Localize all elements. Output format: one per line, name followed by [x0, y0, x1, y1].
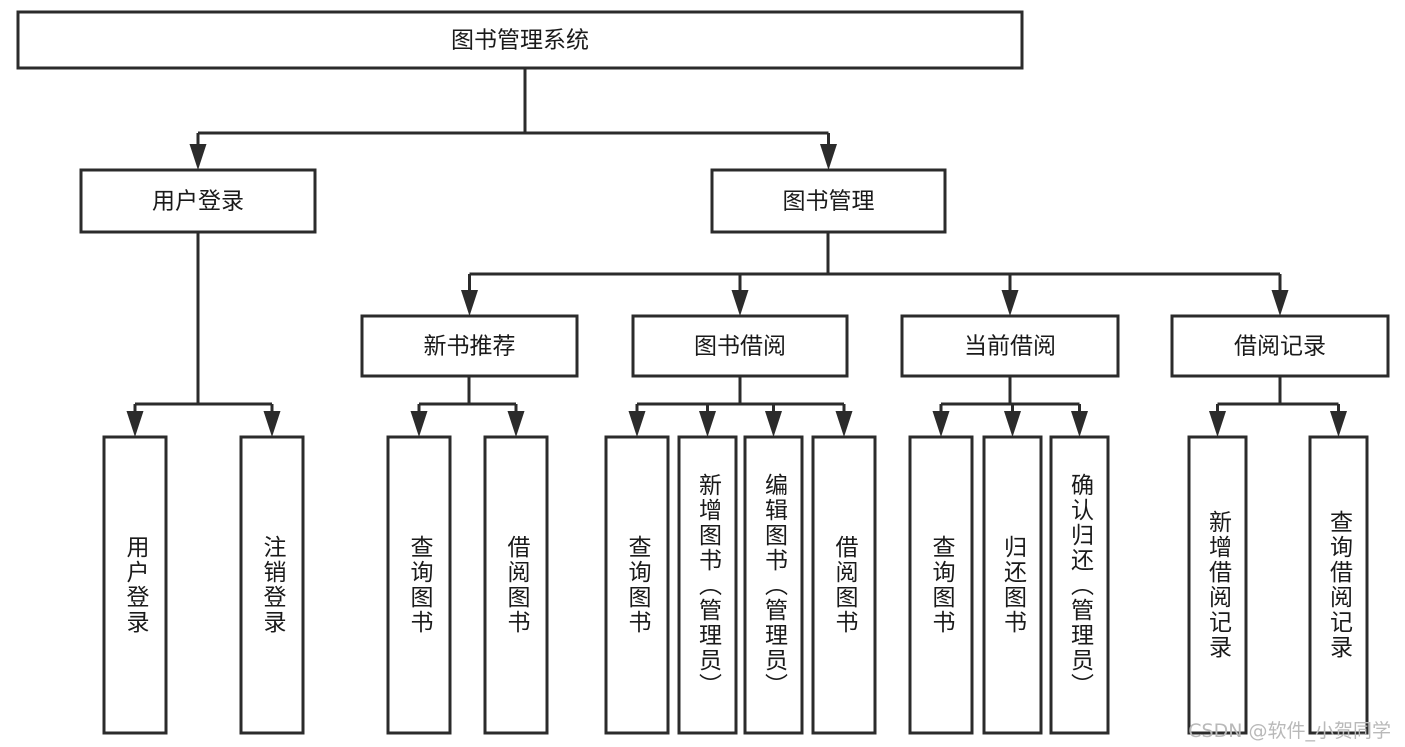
node-box-leaf-query-book-1[interactable]	[386, 435, 452, 735]
arrowhead-icon	[932, 411, 950, 437]
node-box-leaf-user-login[interactable]	[102, 435, 168, 735]
connector-group-user-login	[126, 232, 281, 437]
node-box-leaf-add-borrow-record[interactable]	[1187, 435, 1248, 735]
node-label-book-manage: 图书管理	[783, 189, 875, 215]
connectors-layer	[126, 68, 1347, 437]
node-label-root: 图书管理系统	[451, 28, 589, 54]
connector-group-book-borrow	[628, 376, 853, 437]
node-label-book-borrow: 图书借阅	[694, 334, 786, 360]
node-box-leaf-query-borrow-record[interactable]	[1308, 435, 1369, 735]
node-box-book-manage[interactable]	[710, 168, 947, 234]
node-box-leaf-return-book[interactable]	[982, 435, 1043, 735]
arrowhead-icon	[699, 411, 716, 437]
arrowhead-icon	[1209, 411, 1226, 437]
arrowhead-icon	[507, 411, 525, 437]
arrowhead-icon	[765, 411, 782, 437]
node-box-leaf-add-book[interactable]	[677, 435, 738, 735]
node-box-borrow-record[interactable]	[1170, 314, 1390, 378]
arrowhead-icon	[628, 411, 646, 437]
node-box-leaf-borrow-book-2[interactable]	[811, 435, 877, 735]
connector-group-new-book-recommend	[410, 376, 525, 437]
nodes-layer	[16, 10, 1390, 735]
arrowhead-icon	[461, 290, 478, 316]
node-box-leaf-query-book-2[interactable]	[604, 435, 670, 735]
arrowhead-icon	[263, 411, 281, 437]
arrowhead-icon	[1004, 411, 1021, 437]
arrowhead-icon	[410, 411, 428, 437]
node-box-leaf-borrow-book-1[interactable]	[483, 435, 549, 735]
node-box-current-borrow[interactable]	[900, 314, 1120, 378]
connector-group-borrow-record	[1209, 376, 1347, 437]
arrowhead-icon	[1001, 290, 1019, 316]
node-box-leaf-confirm-return[interactable]	[1049, 435, 1110, 735]
connector-group-current-borrow	[932, 376, 1088, 437]
node-label-user-login: 用户登录	[152, 189, 244, 215]
connector-group-book-manage	[461, 232, 1289, 316]
connector-group-root	[189, 68, 837, 170]
node-box-root[interactable]	[16, 10, 1024, 70]
node-box-leaf-edit-book[interactable]	[743, 435, 804, 735]
node-label-new-book-recommend: 新书推荐	[424, 334, 516, 360]
arrowhead-icon	[820, 144, 837, 170]
arrowhead-icon	[126, 411, 144, 437]
arrowhead-icon	[189, 144, 207, 170]
arrowhead-icon	[1071, 411, 1088, 437]
node-box-book-borrow[interactable]	[631, 314, 849, 378]
arrowhead-icon	[731, 290, 749, 316]
arrowhead-icon	[835, 411, 853, 437]
arrowhead-icon	[1330, 411, 1347, 437]
node-label-borrow-record: 借阅记录	[1234, 334, 1326, 360]
node-box-leaf-query-book-3[interactable]	[908, 435, 974, 735]
node-label-current-borrow: 当前借阅	[964, 334, 1056, 360]
node-box-leaf-logout-login[interactable]	[239, 435, 305, 735]
node-box-user-login[interactable]	[79, 168, 317, 234]
arrowhead-icon	[1271, 290, 1289, 316]
node-box-new-book-recommend[interactable]	[360, 314, 579, 378]
